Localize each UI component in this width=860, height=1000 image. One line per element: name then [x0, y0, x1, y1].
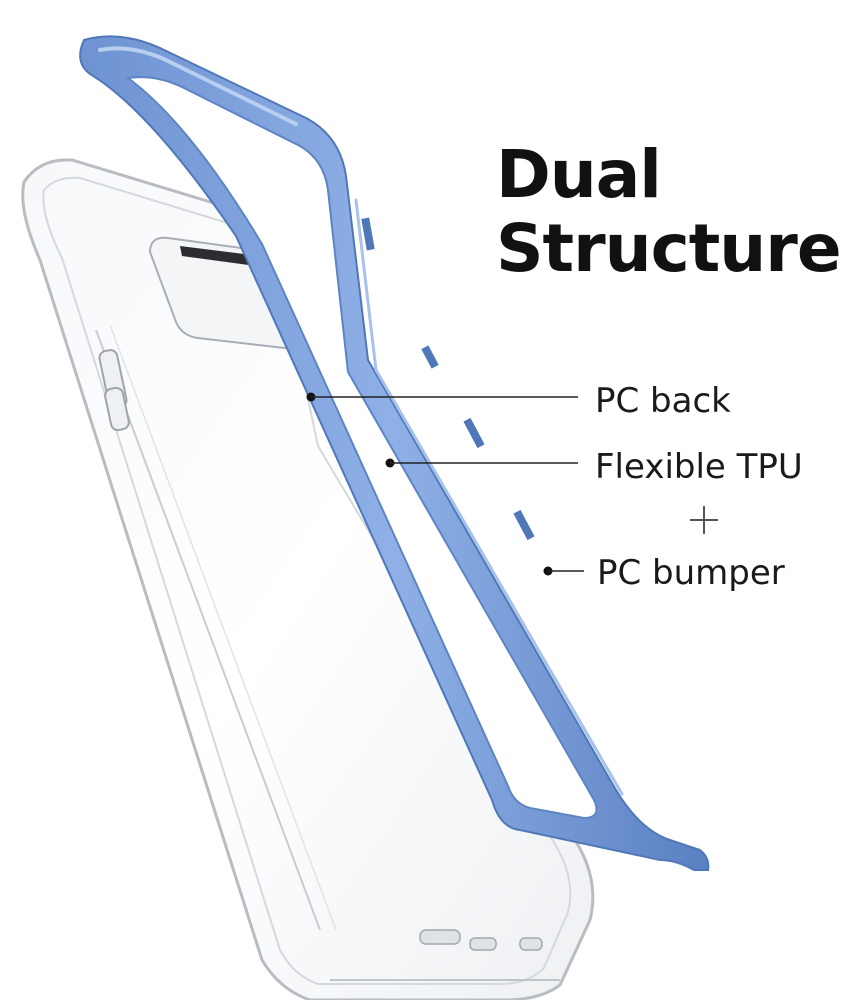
plus-icon: [690, 506, 718, 534]
callout-pc-back-pointer: [306, 392, 578, 402]
headline: Dual Structure: [496, 136, 842, 287]
pc-bumper-frame: [79, 35, 710, 871]
label-pc-back: PC back: [595, 381, 731, 421]
callout-pc-bumper-pointer: [543, 566, 584, 576]
bottom-ports: [330, 929, 560, 981]
label-flexible-tpu: Flexible TPU: [595, 447, 803, 487]
callout-flexible-tpu-pointer: [385, 458, 578, 468]
headline-line-1: Dual: [496, 136, 662, 213]
label-pc-bumper: PC bumper: [597, 553, 785, 593]
headline-line-2: Structure: [496, 209, 842, 287]
